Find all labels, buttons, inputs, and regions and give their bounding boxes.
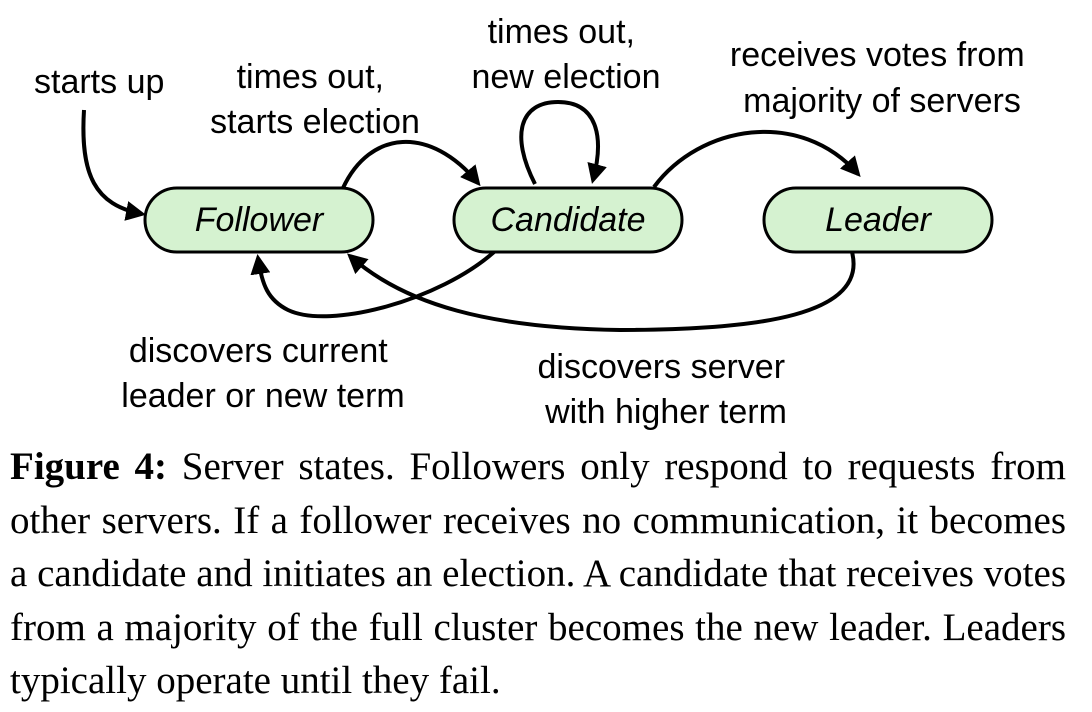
candidate-state: Candidate [452,186,684,254]
follower-to-candidate-arrow [341,139,481,189]
leader-state: Leader [762,186,994,254]
discovers-current-leader-label: discovers current leader or new term [121,332,404,415]
times-out-starts-election-label: times out, starts election [210,58,420,141]
starts-up-label: starts up [34,63,164,101]
times-out-starts-election-line-1: times out, [237,58,384,96]
discovers-current-leader-line-2: leader or new term [121,377,404,415]
receives-votes-line-1: receives votes from [730,36,1025,74]
leader-to-follower-arrow [347,251,856,333]
receives-votes-line-2: majority of servers [743,82,1021,120]
candidate-self-loop-arrow [519,99,607,185]
times-out-new-election-label: times out, new election [471,13,660,96]
candidate-label: Candidate [490,201,645,239]
discovers-current-leader-line-1: discovers current [129,332,388,370]
discovers-higher-term-label: discovers server with higher term [538,348,795,431]
follower-label: Follower [195,201,325,239]
candidate-to-leader-arrow [652,130,861,189]
discovers-higher-term-line-1: discovers server [538,348,786,386]
follower-state: Follower [143,186,375,254]
caption-text: Server states. Followers only respond to… [10,445,1067,702]
state-diagram: Follower Candidate Leader starts up time… [34,13,1034,431]
times-out-starts-election-line-2: starts election [210,103,420,141]
figure-number: Figure 4: [10,445,168,488]
times-out-new-election-line-1: times out, [488,13,635,51]
discovers-higher-term-line-2: with higher term [544,393,787,431]
times-out-new-election-line-2: new election [471,58,660,96]
leader-label: Leader [825,201,933,239]
receives-votes-label: receives votes from majority of servers [730,36,1034,120]
candidate-to-follower-arrow [250,250,496,319]
starts-up-arrow [81,109,146,221]
figure-caption: Figure 4: Server states. Followers only … [10,440,1066,708]
